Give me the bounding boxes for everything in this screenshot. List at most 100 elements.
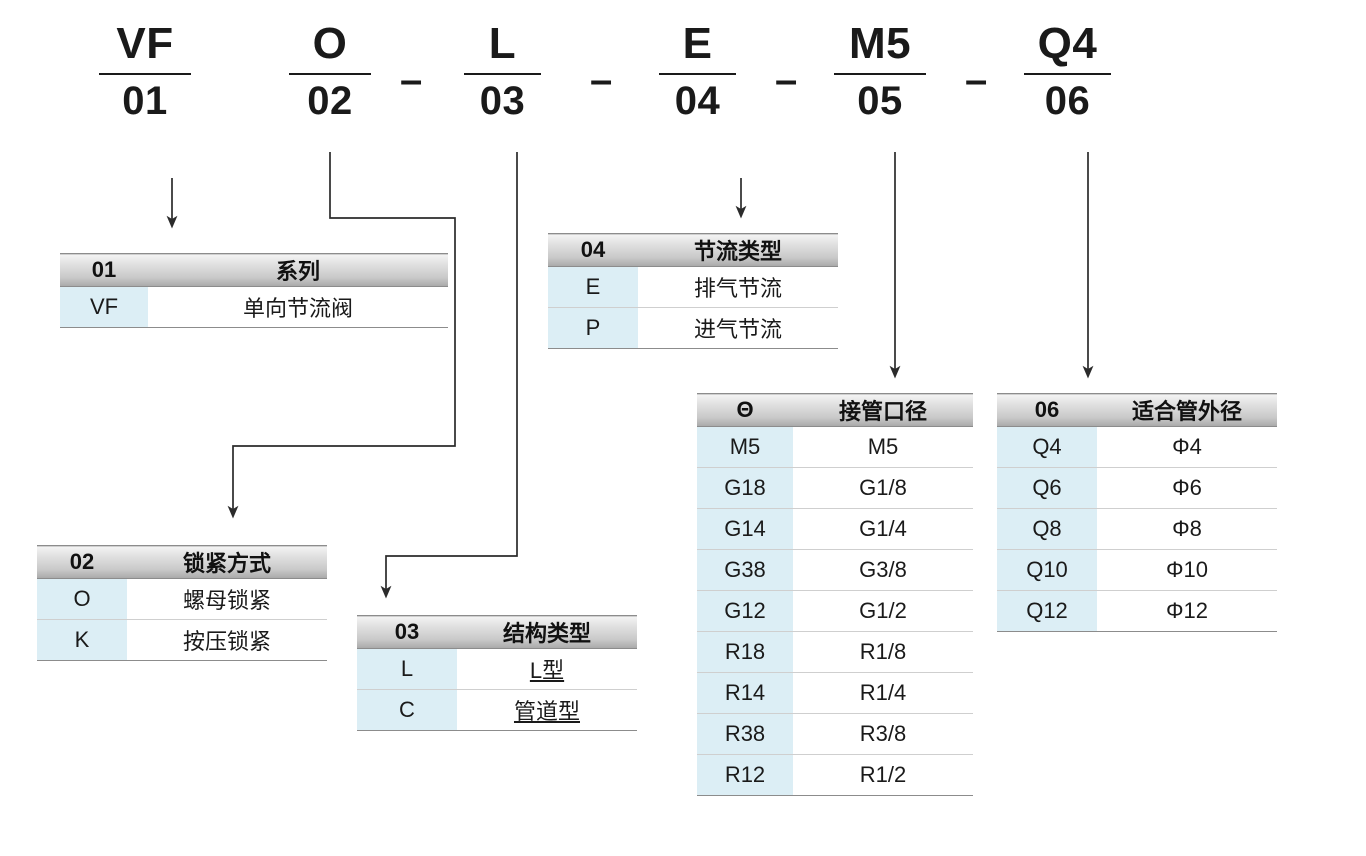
row-value: 按压锁紧 [127, 619, 327, 661]
code-position-01: 01 [122, 79, 168, 123]
row-value: Φ10 [1097, 549, 1277, 591]
code-rule-01 [99, 73, 191, 75]
code-rule-02 [289, 73, 371, 75]
code-value-02: O [312, 19, 348, 68]
code-group-03: L 03 [450, 18, 555, 125]
row-key: R14 [697, 672, 793, 714]
table-header-title-02: 锁紧方式 [127, 545, 327, 579]
row-key: M5 [697, 426, 793, 468]
code-value-05: M5 [848, 19, 912, 68]
row-value: L型 [457, 648, 637, 690]
row-value: G3/8 [793, 549, 973, 591]
code-position-04: 04 [674, 79, 721, 123]
row-value: G1/8 [793, 467, 973, 509]
row-value: R1/4 [793, 672, 973, 714]
code-separator-3: – [775, 58, 798, 102]
table-header-code-06: 06 [997, 393, 1097, 427]
code-group-01: VF 01 [85, 18, 205, 125]
row-key: Q4 [997, 426, 1097, 468]
connector-03 [380, 152, 518, 599]
row-key: VF [60, 286, 148, 328]
row-value: 管道型 [457, 689, 637, 731]
row-value: Φ12 [1097, 590, 1277, 632]
table-header-title-03: 结构类型 [457, 615, 637, 649]
code-value-01: VF [116, 19, 174, 68]
code-value-04: E [682, 19, 713, 68]
row-value: M5 [793, 426, 973, 468]
row-value: 进气节流 [638, 307, 838, 349]
row-value: Φ8 [1097, 508, 1277, 550]
row-key: Q6 [997, 467, 1097, 509]
row-key: L [357, 648, 457, 690]
row-key: Q10 [997, 549, 1097, 591]
code-value-03: L [488, 19, 517, 68]
connector-02 [227, 152, 456, 519]
code-rule-03 [464, 73, 541, 75]
table-header-title-06: 适合管外径 [1097, 393, 1277, 427]
row-value: Φ4 [1097, 426, 1277, 468]
code-position-05: 05 [857, 79, 903, 123]
row-key: Q8 [997, 508, 1097, 550]
code-position-03: 03 [479, 79, 526, 123]
table-header-code-01: 01 [60, 253, 148, 287]
row-key: R38 [697, 713, 793, 755]
row-value: 排气节流 [638, 266, 838, 308]
code-separator-2: – [590, 58, 613, 102]
code-rule-05 [834, 73, 926, 75]
row-key: G18 [697, 467, 793, 509]
row-key: P [548, 307, 638, 349]
row-value: G1/2 [793, 590, 973, 632]
code-position-06: 06 [1044, 79, 1091, 123]
row-key: O [37, 578, 127, 620]
table-header-code-04: 04 [548, 233, 638, 267]
row-key: G14 [697, 508, 793, 550]
table-header-code-02: 02 [37, 545, 127, 579]
row-key: R18 [697, 631, 793, 673]
row-value: 螺母锁紧 [127, 578, 327, 620]
code-separator-1: – [400, 58, 423, 102]
table-header-code-05: Θ [697, 393, 793, 427]
code-rule-06 [1024, 73, 1111, 75]
row-key: R12 [697, 754, 793, 796]
code-rule-04 [659, 73, 736, 75]
row-key: E [548, 266, 638, 308]
row-value: Φ6 [1097, 467, 1277, 509]
row-value: G1/4 [793, 508, 973, 550]
row-value: R3/8 [793, 713, 973, 755]
row-value: 单向节流阀 [148, 286, 448, 328]
table-header-title-04: 节流类型 [638, 233, 838, 267]
row-value: R1/2 [793, 754, 973, 796]
